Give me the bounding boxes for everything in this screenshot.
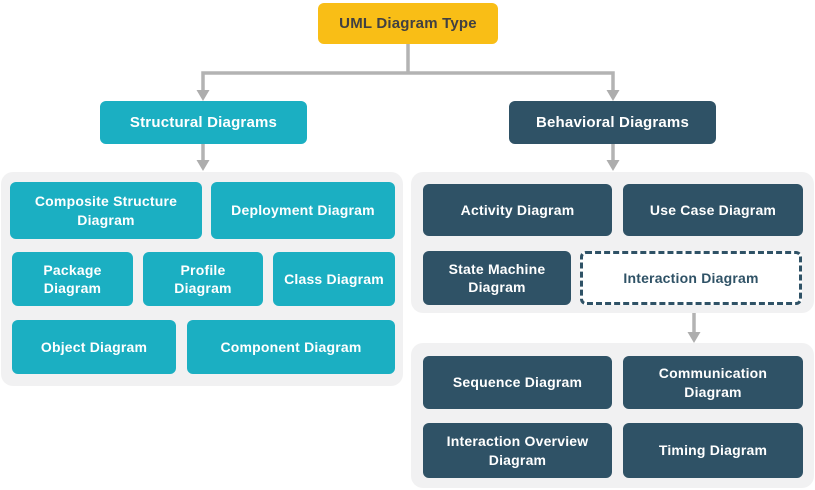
arrowhead-to-interaction-group (687, 332, 701, 343)
node-uml-diagram-type: UML Diagram Type (318, 3, 498, 44)
node-profile-diagram: Profile Diagram (143, 252, 263, 306)
arrowhead-to-structural (196, 90, 210, 101)
node-state-machine-diagram: State Machine Diagram (423, 251, 571, 305)
node-structural-diagrams: Structural Diagrams (100, 101, 307, 144)
node-deployment-diagram: Deployment Diagram (211, 182, 395, 239)
node-activity-diagram: Activity Diagram (423, 184, 612, 236)
node-class-diagram: Class Diagram (273, 252, 395, 306)
node-package-diagram: Package Diagram (12, 252, 133, 306)
node-interaction-diagram: Interaction Diagram (580, 251, 802, 305)
arrowhead-to-behavioral (606, 90, 620, 101)
node-behavioral-diagrams: Behavioral Diagrams (509, 101, 716, 144)
arrowhead-to-behavioral-group (606, 160, 620, 171)
node-object-diagram: Object Diagram (12, 320, 176, 374)
node-timing-diagram: Timing Diagram (623, 423, 803, 478)
node-component-diagram: Component Diagram (187, 320, 395, 374)
node-use-case-diagram: Use Case Diagram (623, 184, 803, 236)
arrowhead-to-structural-group (196, 160, 210, 171)
node-interaction-overview-diagram: Interaction Overview Diagram (423, 423, 612, 478)
node-composite-structure-diagram: Composite Structure Diagram (10, 182, 202, 239)
connector-root-split (201, 71, 615, 91)
node-sequence-diagram: Sequence Diagram (423, 356, 612, 409)
node-communication-diagram: Communication Diagram (623, 356, 803, 409)
